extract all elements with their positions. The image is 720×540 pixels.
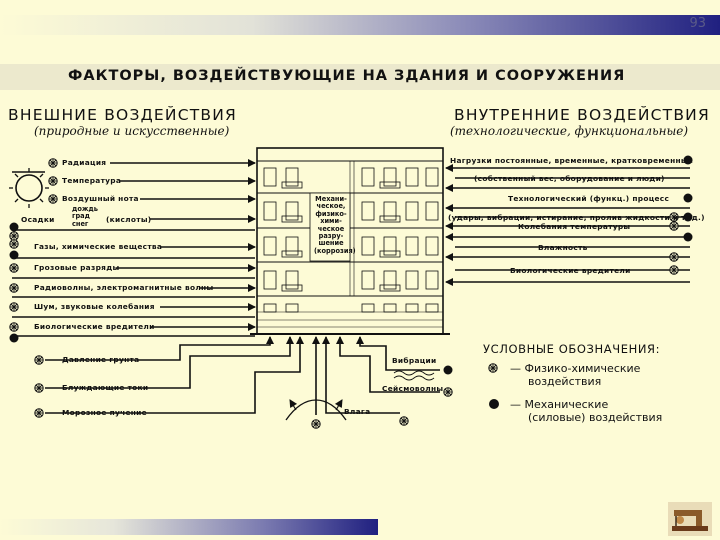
sun-icon bbox=[9, 168, 49, 208]
title-band bbox=[0, 64, 720, 90]
int-label-loads-note: (собственный вес, оборудование и люди) bbox=[474, 174, 665, 183]
window bbox=[361, 201, 375, 221]
external-subheader: (природные и искусственные) bbox=[34, 124, 230, 138]
ext-precip-types: дождь град снег bbox=[72, 205, 98, 228]
internal-header: ВНУТРЕННИЕ ВОЗДЕЙСТВИЯ bbox=[454, 106, 710, 124]
legend-physchem-text: — Физико-химические воздействия bbox=[510, 362, 641, 388]
ext-label-temperature: Температура bbox=[62, 176, 122, 185]
page-number: 93 bbox=[689, 16, 706, 31]
window bbox=[405, 201, 419, 221]
int-label-humidity: Влажность bbox=[538, 243, 588, 252]
int-label-process: Технологический (функц.) процесс bbox=[508, 194, 670, 203]
window bbox=[263, 236, 277, 256]
window bbox=[263, 303, 277, 313]
legend-mech-icon bbox=[489, 399, 499, 409]
window bbox=[263, 201, 277, 221]
page-title: ФАКТОРЫ, ВОЗДЕЙСТВУЮЩИЕ НА ЗДАНИЯ И СООР… bbox=[68, 68, 626, 84]
balcony bbox=[281, 250, 303, 258]
window bbox=[263, 270, 277, 290]
window bbox=[405, 303, 419, 313]
int-label-bio: Биологические вредители bbox=[510, 266, 631, 275]
window bbox=[383, 270, 397, 290]
ext-label-air: Воздушный нота bbox=[62, 194, 139, 203]
ext-label-lightning: Грозовые разряды bbox=[34, 263, 120, 272]
external-header: ВНЕШНИЕ ВОЗДЕЙСТВИЯ bbox=[8, 106, 237, 124]
external-arrows bbox=[12, 159, 256, 337]
window bbox=[425, 201, 439, 221]
ext-label-noise: Шум, звуковые колебания bbox=[34, 302, 155, 311]
window bbox=[361, 303, 375, 313]
balcony bbox=[379, 215, 401, 223]
sewing-machine-logo bbox=[668, 502, 712, 536]
balcony bbox=[281, 284, 303, 292]
ext-label-acids: (кислоты) bbox=[106, 215, 152, 224]
legend-physchem-icon bbox=[488, 363, 498, 373]
balcony bbox=[281, 215, 303, 223]
window bbox=[285, 167, 299, 187]
window bbox=[405, 236, 419, 256]
internal-arrows bbox=[445, 164, 690, 286]
building bbox=[250, 147, 450, 335]
int-label-temp-fluct: Колебания температуры bbox=[518, 222, 631, 231]
ext-label-gases: Газы, химические вещества bbox=[34, 242, 163, 251]
window bbox=[383, 236, 397, 256]
int-label-loads: Нагрузки постоянные, временные, кратковр… bbox=[450, 156, 694, 165]
external-symbols bbox=[9, 158, 58, 343]
ground-label-currents: Блуждающие токи bbox=[62, 383, 149, 392]
window bbox=[263, 167, 277, 187]
internal-symbols bbox=[669, 155, 693, 275]
top-decor-bar bbox=[0, 15, 720, 35]
legend-title: УСЛОВНЫЕ ОБОЗНАЧЕНИЯ: bbox=[483, 342, 661, 356]
window bbox=[405, 167, 419, 187]
ext-label-bio: Биологические вредители bbox=[34, 322, 155, 331]
balcony bbox=[379, 181, 401, 189]
ext-label-precipitation: Осадки bbox=[21, 215, 55, 224]
window bbox=[285, 201, 299, 221]
window bbox=[361, 167, 375, 187]
window bbox=[425, 303, 439, 313]
window bbox=[285, 236, 299, 256]
window bbox=[285, 270, 299, 290]
window bbox=[285, 303, 299, 313]
ground-symbols bbox=[34, 355, 453, 429]
balcony bbox=[281, 181, 303, 189]
window bbox=[383, 303, 397, 313]
int-label-process-note: (удары, вибрации, истирание, пролив жидк… bbox=[448, 213, 705, 222]
internal-subheader: (технологические, функциональные) bbox=[450, 124, 689, 138]
ground-label-pressure: Давление грунта bbox=[62, 355, 140, 364]
ground-label-moisture: Влага bbox=[344, 407, 371, 416]
building-note: Механи- ческое, физико- хими- ческое раз… bbox=[314, 195, 356, 255]
window bbox=[425, 236, 439, 256]
balcony bbox=[379, 284, 401, 292]
legend-mech-text: — Механические (силовые) воздействия bbox=[510, 398, 663, 424]
window bbox=[425, 167, 439, 187]
ground-label-seismic: Сейсмоволны bbox=[382, 384, 444, 393]
ground-label-frost: Морозное пучение bbox=[62, 408, 147, 417]
building-windows bbox=[263, 167, 439, 313]
window bbox=[361, 270, 375, 290]
ground-arrows bbox=[45, 336, 440, 421]
ground-label-vibration: Вибрации bbox=[392, 356, 437, 365]
window bbox=[383, 167, 397, 187]
window bbox=[361, 236, 375, 256]
ext-label-radiation: Радиация bbox=[62, 158, 107, 167]
bottom-decor-bar bbox=[0, 519, 378, 535]
window bbox=[425, 270, 439, 290]
window bbox=[383, 201, 397, 221]
ext-label-radiowaves: Радиоволны, электромагнитные волны bbox=[34, 283, 214, 292]
balcony bbox=[379, 250, 401, 258]
window bbox=[405, 270, 419, 290]
